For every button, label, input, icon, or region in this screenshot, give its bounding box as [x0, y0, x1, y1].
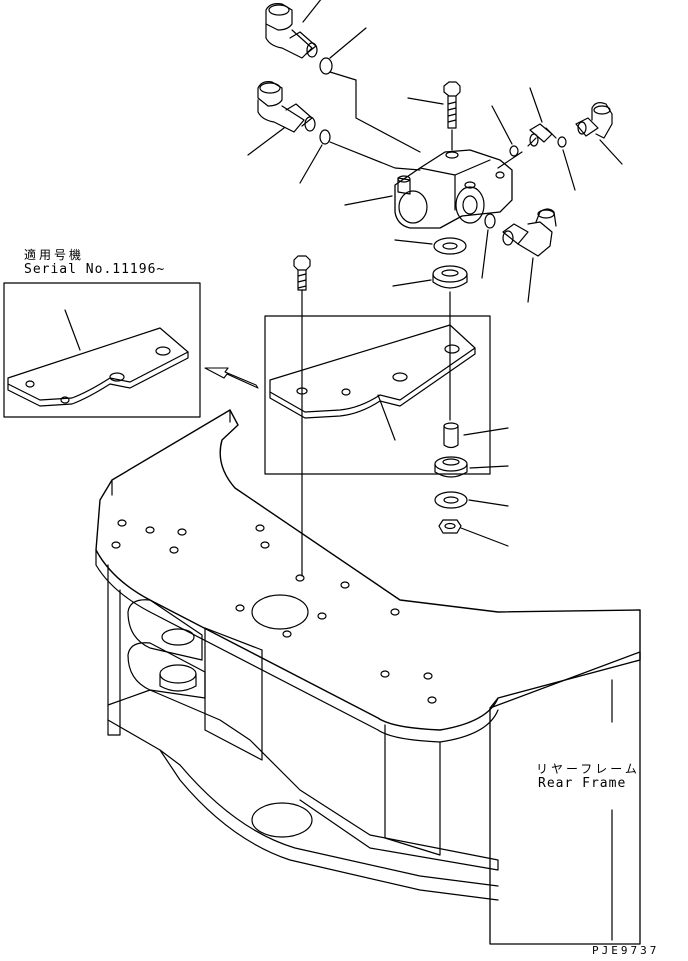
elbow-fitting-3	[576, 103, 622, 164]
elbow-fitting-1	[266, 0, 322, 58]
frame-label-en: Rear Frame	[538, 776, 627, 791]
elbow-fitting-2	[248, 82, 315, 155]
o-ring-4	[558, 137, 566, 147]
serial-detail-frame	[4, 270, 200, 417]
serial-note-jp: 適用号機	[24, 248, 85, 262]
washer-2	[435, 492, 467, 508]
o-ring-5	[485, 214, 495, 228]
adapter-right	[528, 88, 556, 146]
collar	[444, 423, 458, 448]
arrow-icon	[205, 368, 258, 388]
frame-label-jp: リヤーフレーム	[536, 762, 640, 776]
o-ring-1	[320, 58, 332, 74]
o-ring-3	[510, 146, 518, 156]
elbow-fitting-4	[503, 209, 556, 302]
o-ring-2	[320, 130, 330, 144]
bolt-top	[408, 82, 460, 150]
nut	[439, 520, 461, 533]
detail-frame	[265, 316, 490, 474]
drawing-code: PJE9737	[592, 944, 660, 957]
rear-frame	[96, 410, 640, 944]
washer-1	[434, 238, 466, 254]
spacer-1	[433, 266, 467, 288]
bushing	[435, 457, 467, 477]
bolt-left	[294, 256, 310, 576]
valve-block	[345, 150, 512, 228]
serial-note-en: Serial No.11196~	[24, 262, 166, 277]
